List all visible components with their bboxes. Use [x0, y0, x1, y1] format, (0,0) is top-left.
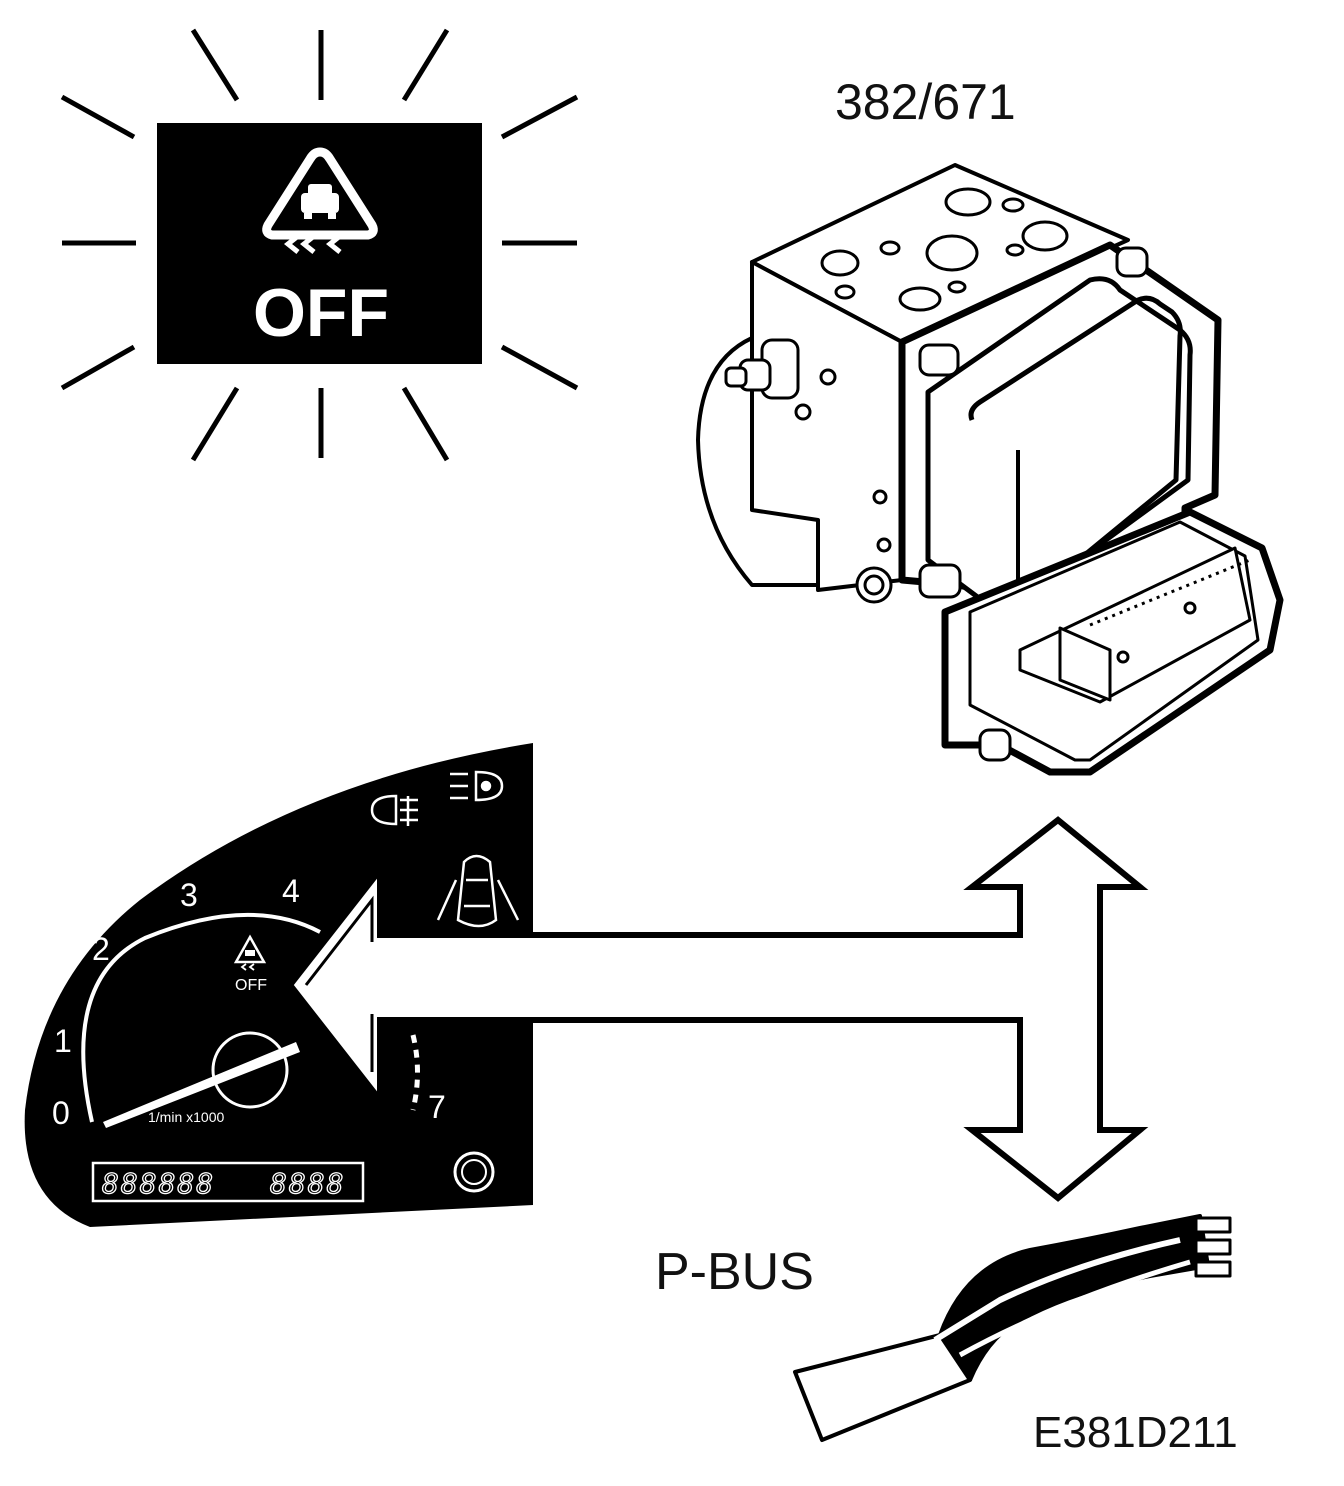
- traction-warning-icon: [262, 147, 378, 254]
- lamp-off-text: OFF: [253, 275, 389, 351]
- bus-label: P-BUS: [655, 1243, 814, 1301]
- odometer-trip: 888888: [102, 1167, 215, 1200]
- tachometer-redline: [410, 1034, 420, 1111]
- instrument-cluster: 0 1 2 3 4 7 1/min x1000 OFF 888888 8888: [24, 743, 534, 1227]
- unit-label: 382/671: [835, 74, 1016, 130]
- tach-number: 2: [92, 931, 110, 967]
- tach-number: 1: [54, 1023, 72, 1059]
- door-ajar-icon: [436, 854, 520, 928]
- tach-number: 4: [282, 873, 300, 909]
- arrow-inner-outline: [304, 895, 374, 1072]
- tach-number: 0: [52, 1095, 70, 1131]
- tach-number: 3: [180, 877, 198, 913]
- odometer-display: [91, 1161, 365, 1203]
- p-bus-cable: [793, 1214, 1232, 1442]
- figure-code: E381D211: [1033, 1408, 1238, 1457]
- esp-control-unit: [696, 163, 1284, 776]
- tach-number: 7: [428, 1089, 446, 1125]
- lamp-panel: [157, 123, 482, 364]
- reset-knob-icon: [453, 1151, 495, 1193]
- front-fog-light-icon: [450, 770, 504, 802]
- cable-connector-pins: [1194, 1216, 1232, 1278]
- warning-lamp: OFF: [60, 28, 579, 462]
- traction-off-indicator-icon: OFF: [233, 934, 267, 994]
- odometer-total: 8888: [270, 1167, 345, 1200]
- rear-fog-light-icon: [370, 794, 418, 826]
- data-flow-arrow: [286, 816, 1149, 1202]
- flash-rays: [60, 28, 579, 462]
- tach-unit: 1/min x1000: [148, 1109, 224, 1125]
- indicator-off-text: OFF: [235, 977, 267, 994]
- tachometer-arc: [81, 912, 321, 1123]
- tach-needle: [103, 1042, 300, 1128]
